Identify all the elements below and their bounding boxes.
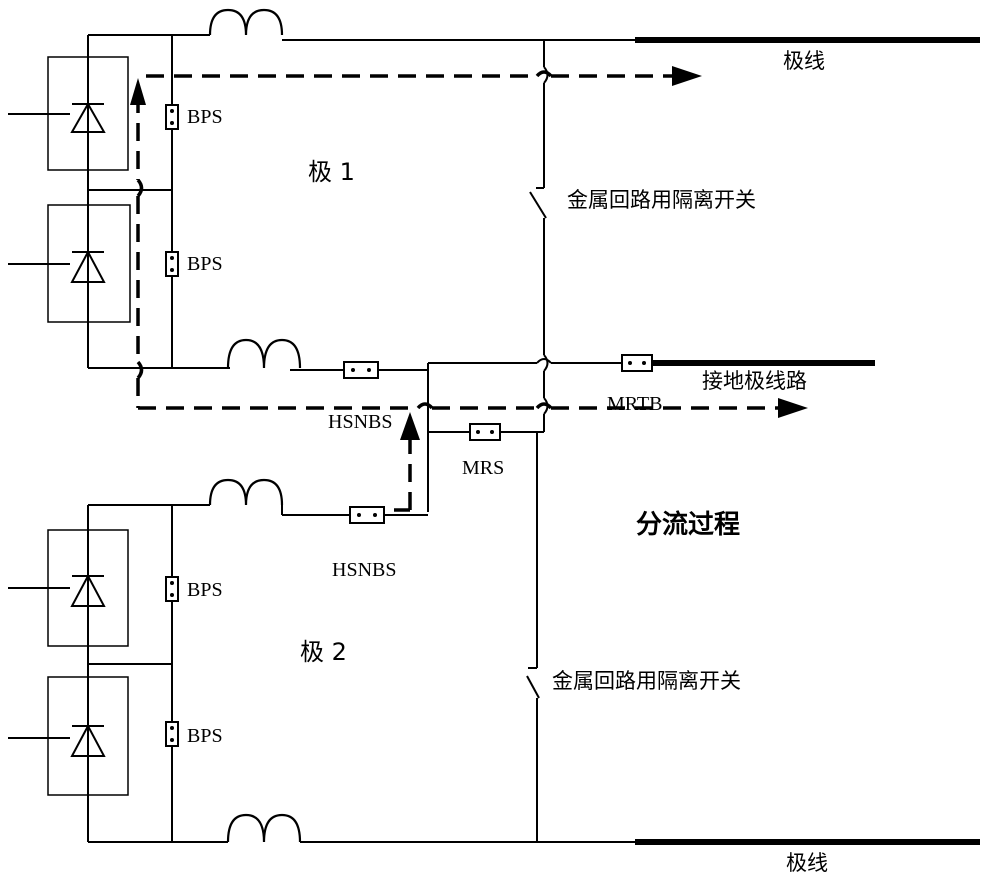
arrow-up-icon: [400, 412, 420, 440]
pole-line-label-top: 极线: [783, 49, 825, 73]
isolation-switch-1: [529, 191, 547, 219]
bps-label-1: BPS: [187, 106, 223, 128]
hsnbs-switch-icon: [343, 361, 379, 379]
metal-switch-label-2: 金属回路用隔离开关: [552, 669, 741, 693]
pole2-neutral: [172, 478, 428, 524]
mrs-switch-icon: [469, 423, 501, 441]
current-path-1: [130, 78, 808, 418]
thyristor-icon: [70, 723, 106, 757]
current-path-3: [394, 412, 420, 512]
neutral-bus: [427, 354, 875, 512]
arrow-right-icon: [778, 398, 808, 418]
bps-label-3: BPS: [187, 579, 223, 601]
metallic-return-bus: [526, 40, 549, 842]
pole2-bypass-bus: [165, 505, 179, 842]
metal-switch-label-1: 金属回路用隔离开关: [567, 188, 756, 212]
bps-switch-icon: [165, 721, 179, 747]
bps-switch-icon: [165, 104, 179, 130]
bps-switch-icon: [165, 576, 179, 602]
hsnbs-switch-icon: [349, 506, 385, 524]
thyristor-icon: [70, 101, 106, 133]
bps-switch-icon: [165, 251, 179, 277]
ground-line-label: 接地极线路: [702, 369, 807, 393]
pole2-bottom-line: [226, 813, 980, 845]
mrtb-switch-icon: [621, 354, 653, 372]
mrtb-label: MRTB: [607, 393, 662, 415]
inductor-icon: [226, 813, 302, 843]
pole-line-label-bottom: 极线: [786, 851, 828, 875]
isolation-switch-2: [526, 675, 540, 699]
inductor-icon: [208, 8, 284, 36]
current-path-2: [146, 66, 702, 86]
pole1-label: 极 1: [308, 158, 355, 186]
bps-label-4: BPS: [187, 725, 223, 747]
inductor-icon: [226, 338, 302, 369]
pole2-label: 极 2: [300, 638, 347, 666]
mrs-label: MRS: [462, 457, 504, 479]
thyristor-icon: [70, 573, 106, 607]
pole1-neutral: [226, 338, 428, 379]
process-label: 分流过程: [636, 510, 740, 540]
hsnbs-label-1: HSNBS: [328, 411, 392, 433]
pole1-top-line: [208, 8, 980, 43]
pole1-converters: [8, 34, 228, 369]
thyristor-icon: [70, 249, 106, 283]
arrow-up-icon: [130, 78, 146, 105]
pole2-converters: [8, 504, 228, 843]
arrow-right-icon: [672, 66, 702, 86]
bps-label-2: BPS: [187, 253, 223, 275]
hsnbs-label-2: HSNBS: [332, 559, 396, 581]
pole1-bypass-bus: [165, 35, 179, 368]
inductor-icon: [208, 478, 284, 506]
